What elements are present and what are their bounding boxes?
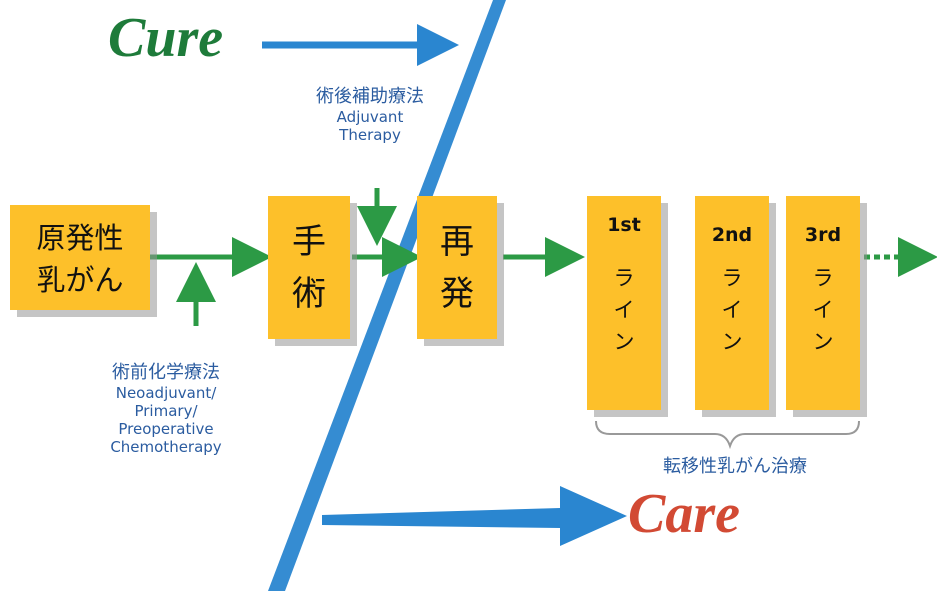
- primary-line-2: 乳がん: [36, 263, 124, 297]
- surgery-box: 手術: [268, 196, 350, 339]
- line-3rd-label: ライン: [812, 266, 834, 354]
- adjuvant-label: 術後補助療法 Adjuvant Therapy: [270, 86, 470, 144]
- line-2nd-label: ライン: [721, 266, 743, 354]
- neoadjuvant-en-3: Preoperative: [118, 420, 214, 438]
- neoadjuvant-jp: 術前化学療法: [112, 362, 220, 383]
- recurrence-text: 再発: [440, 222, 474, 314]
- neoadjuvant-en-4: Chemotherapy: [110, 438, 222, 456]
- line-1st-label: ライン: [613, 266, 635, 354]
- metastatic-brace: [595, 420, 860, 450]
- adjuvant-en-1: Adjuvant: [336, 108, 404, 126]
- line-3rd-ordinal: 3rd: [804, 224, 842, 246]
- adjuvant-en-2: Therapy: [339, 126, 401, 144]
- line-box-2nd: 2nd ライン: [695, 196, 769, 410]
- diagonal-slash: [268, 0, 506, 591]
- line-box-1st: 1st ライン: [587, 196, 661, 410]
- recurrence-box: 再発: [417, 196, 497, 339]
- metastatic-treatment-label: 転移性乳がん治療: [663, 456, 807, 477]
- neoadjuvant-en-2: Primary/: [134, 402, 198, 420]
- care-label: Care: [628, 483, 740, 545]
- neoadjuvant-en-1: Neoadjuvant/: [115, 384, 217, 402]
- cure-label: Cure: [108, 7, 224, 69]
- surgery-text: 手術: [292, 222, 326, 314]
- primary-line-1: 原発性: [36, 221, 124, 255]
- line-2nd-ordinal: 2nd: [711, 224, 753, 246]
- neoadjuvant-label: 術前化学療法 Neoadjuvant/ Primary/ Preoperativ…: [66, 362, 266, 456]
- care-arrow: [322, 486, 627, 546]
- primary-breast-cancer-box: 原発性 乳がん: [10, 205, 150, 310]
- line-1st-ordinal: 1st: [607, 214, 641, 236]
- adjuvant-jp: 術後補助療法: [316, 86, 424, 107]
- line-box-3rd: 3rd ライン: [786, 196, 860, 410]
